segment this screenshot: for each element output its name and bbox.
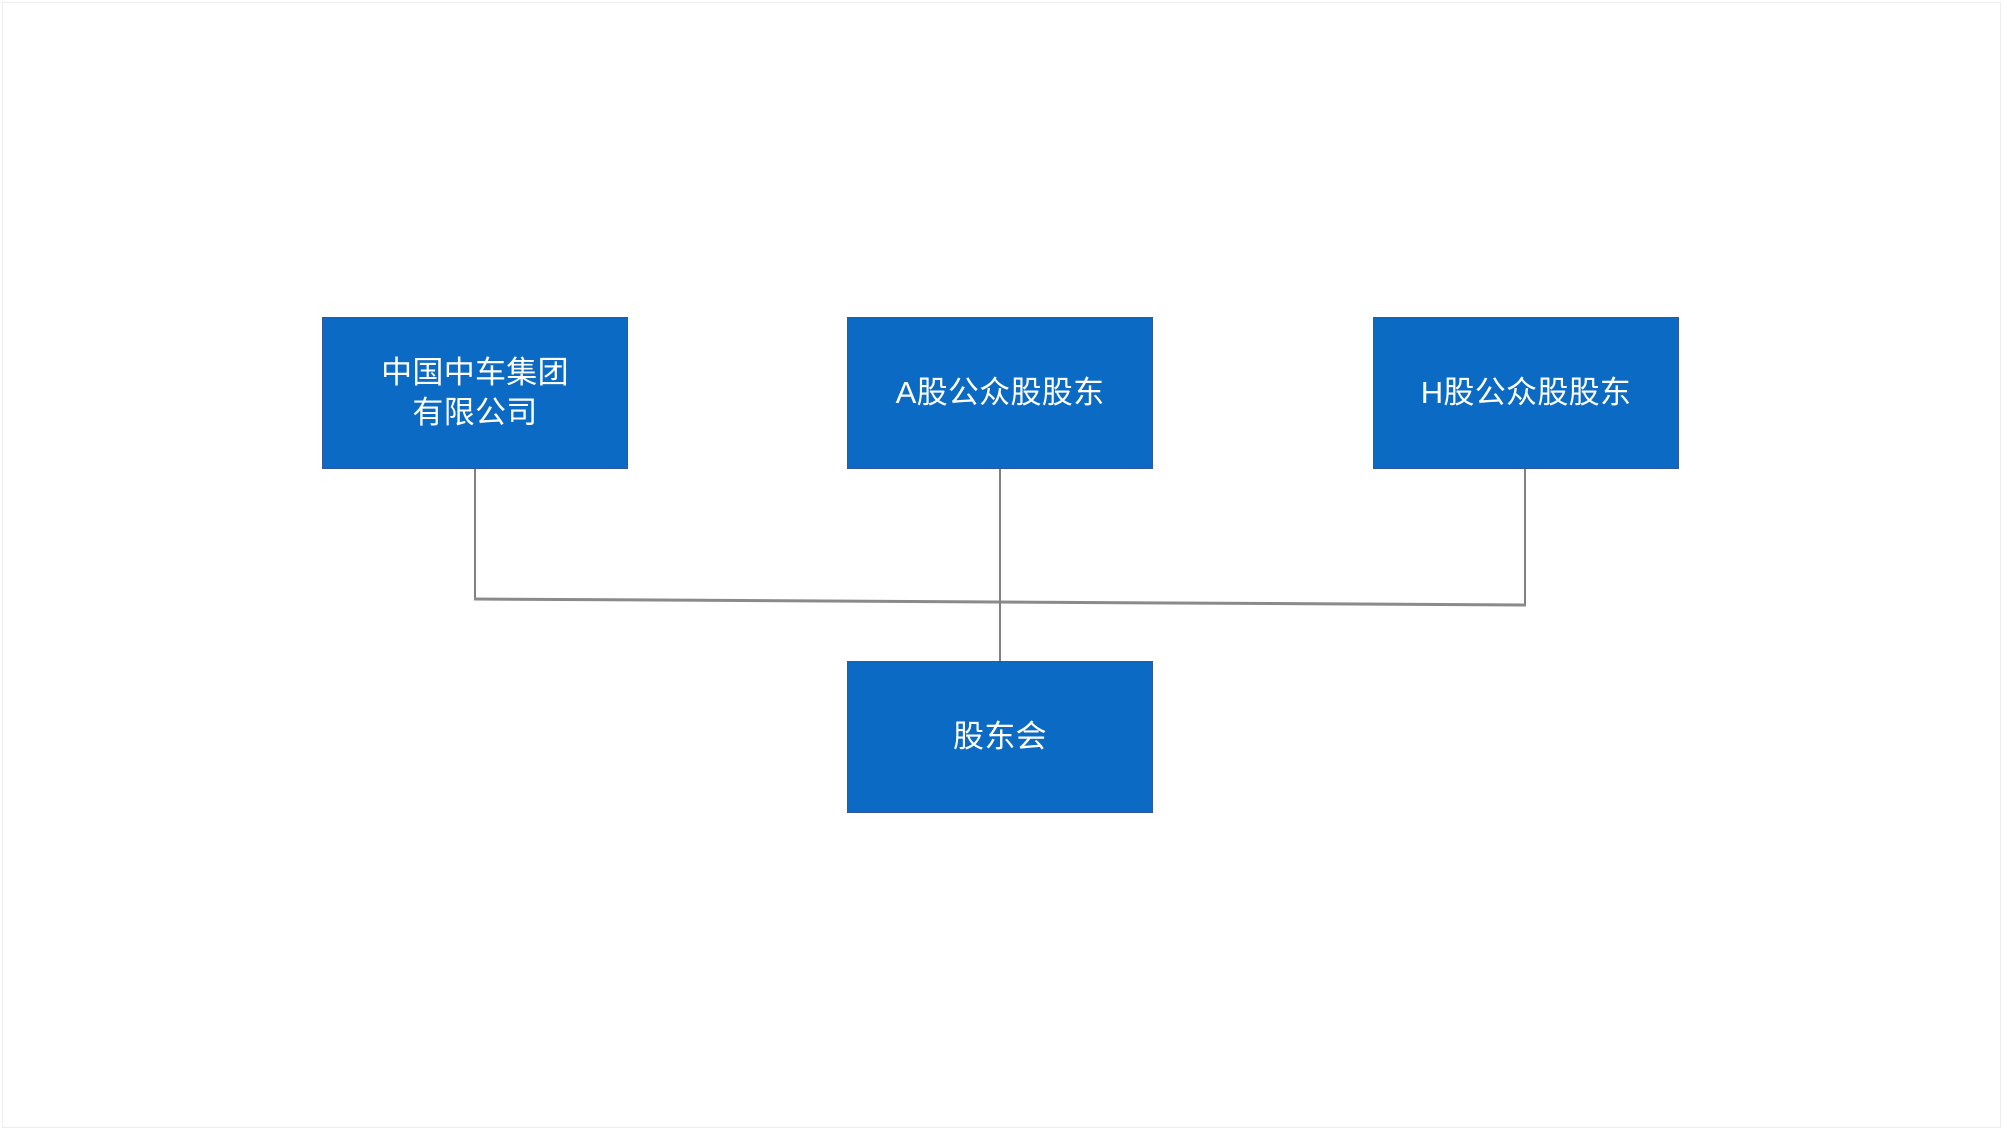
node-shareholders-meeting-label: 股东会	[953, 718, 1047, 754]
node-a-share-public-label: A股公众股股东	[895, 374, 1105, 410]
node-cnr-group-label: 中国中车集团 有限公司	[381, 354, 569, 430]
node-h-share-public-label: H股公众股股东	[1420, 374, 1632, 410]
node-h-share-public[interactable]: H股公众股股东	[1373, 317, 1679, 469]
node-shareholders-meeting[interactable]: 股东会	[847, 661, 1153, 813]
node-cnr-group[interactable]: 中国中车集团 有限公司	[322, 317, 628, 469]
node-a-share-public[interactable]: A股公众股股东	[847, 317, 1153, 469]
